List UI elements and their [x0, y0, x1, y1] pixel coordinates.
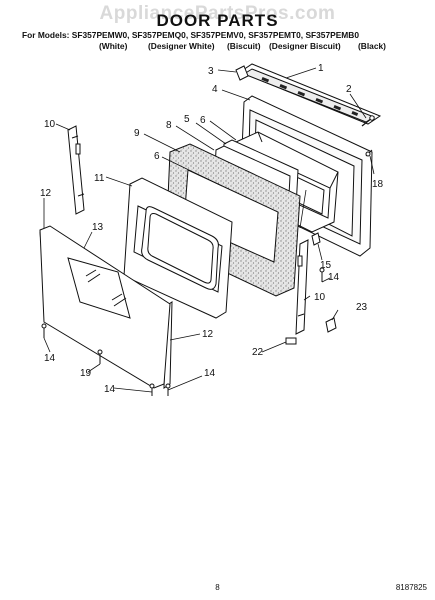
callout-10-right: 10: [314, 292, 326, 303]
callout-13: 13: [92, 222, 104, 233]
variant-designer-biscuit: (Designer Biscuit): [269, 41, 341, 51]
callout-10-left: 10: [44, 119, 56, 130]
inner-door-liner: [123, 177, 233, 319]
trim-screw: [361, 115, 375, 127]
right-door-hinge: [295, 239, 309, 335]
callout-5: 5: [184, 114, 190, 125]
callout-6b: 6: [154, 151, 160, 162]
watermark: AppliancePartsPros.com: [99, 3, 336, 24]
callout-12-right: 12: [202, 329, 214, 340]
document-number: 8187825: [395, 583, 427, 592]
left-door-hinge: [67, 125, 85, 215]
page-title: DOOR PARTS: [156, 11, 279, 30]
callout-8: 8: [166, 120, 172, 131]
small-hardware: [285, 232, 337, 345]
callout-23: 23: [356, 302, 368, 313]
callout-11: 11: [94, 173, 105, 184]
callout-22: 22: [252, 347, 264, 358]
variant-designer-white: (Designer White): [148, 41, 215, 51]
callout-18: 18: [372, 179, 384, 190]
callout-9: 9: [134, 128, 140, 139]
variant-black: (Black): [358, 41, 386, 51]
callout-12-left: 12: [40, 188, 52, 199]
leader-lines: [43, 67, 375, 393]
callout-19: 19: [80, 368, 92, 379]
callout-14-d: 14: [328, 272, 340, 283]
trim-end-cap: [235, 65, 249, 81]
page-number: 8: [215, 583, 220, 592]
callout-15: 15: [320, 260, 332, 271]
callout-6a: 6: [200, 115, 206, 126]
model-list: For Models: SF357PEMW0, SF357PEMQ0, SF35…: [22, 30, 359, 40]
callout-2: 2: [346, 84, 352, 95]
outer-door-glass: [39, 225, 171, 389]
variant-biscuit: (Biscuit): [227, 41, 261, 51]
callout-14-c: 14: [204, 368, 216, 379]
callout-1: 1: [318, 63, 324, 74]
callout-3: 3: [208, 66, 214, 77]
door-top-trim: [238, 63, 382, 125]
bottom-screws: [41, 149, 373, 396]
callout-4: 4: [212, 84, 218, 95]
callout-14-a: 14: [44, 353, 56, 364]
callout-labels: 1 2 3 4 5 6 7 8 9 6 10 11 12 13 10 12 14…: [40, 63, 384, 395]
callout-14-b: 14: [104, 384, 116, 395]
variant-white: (White): [99, 41, 128, 51]
